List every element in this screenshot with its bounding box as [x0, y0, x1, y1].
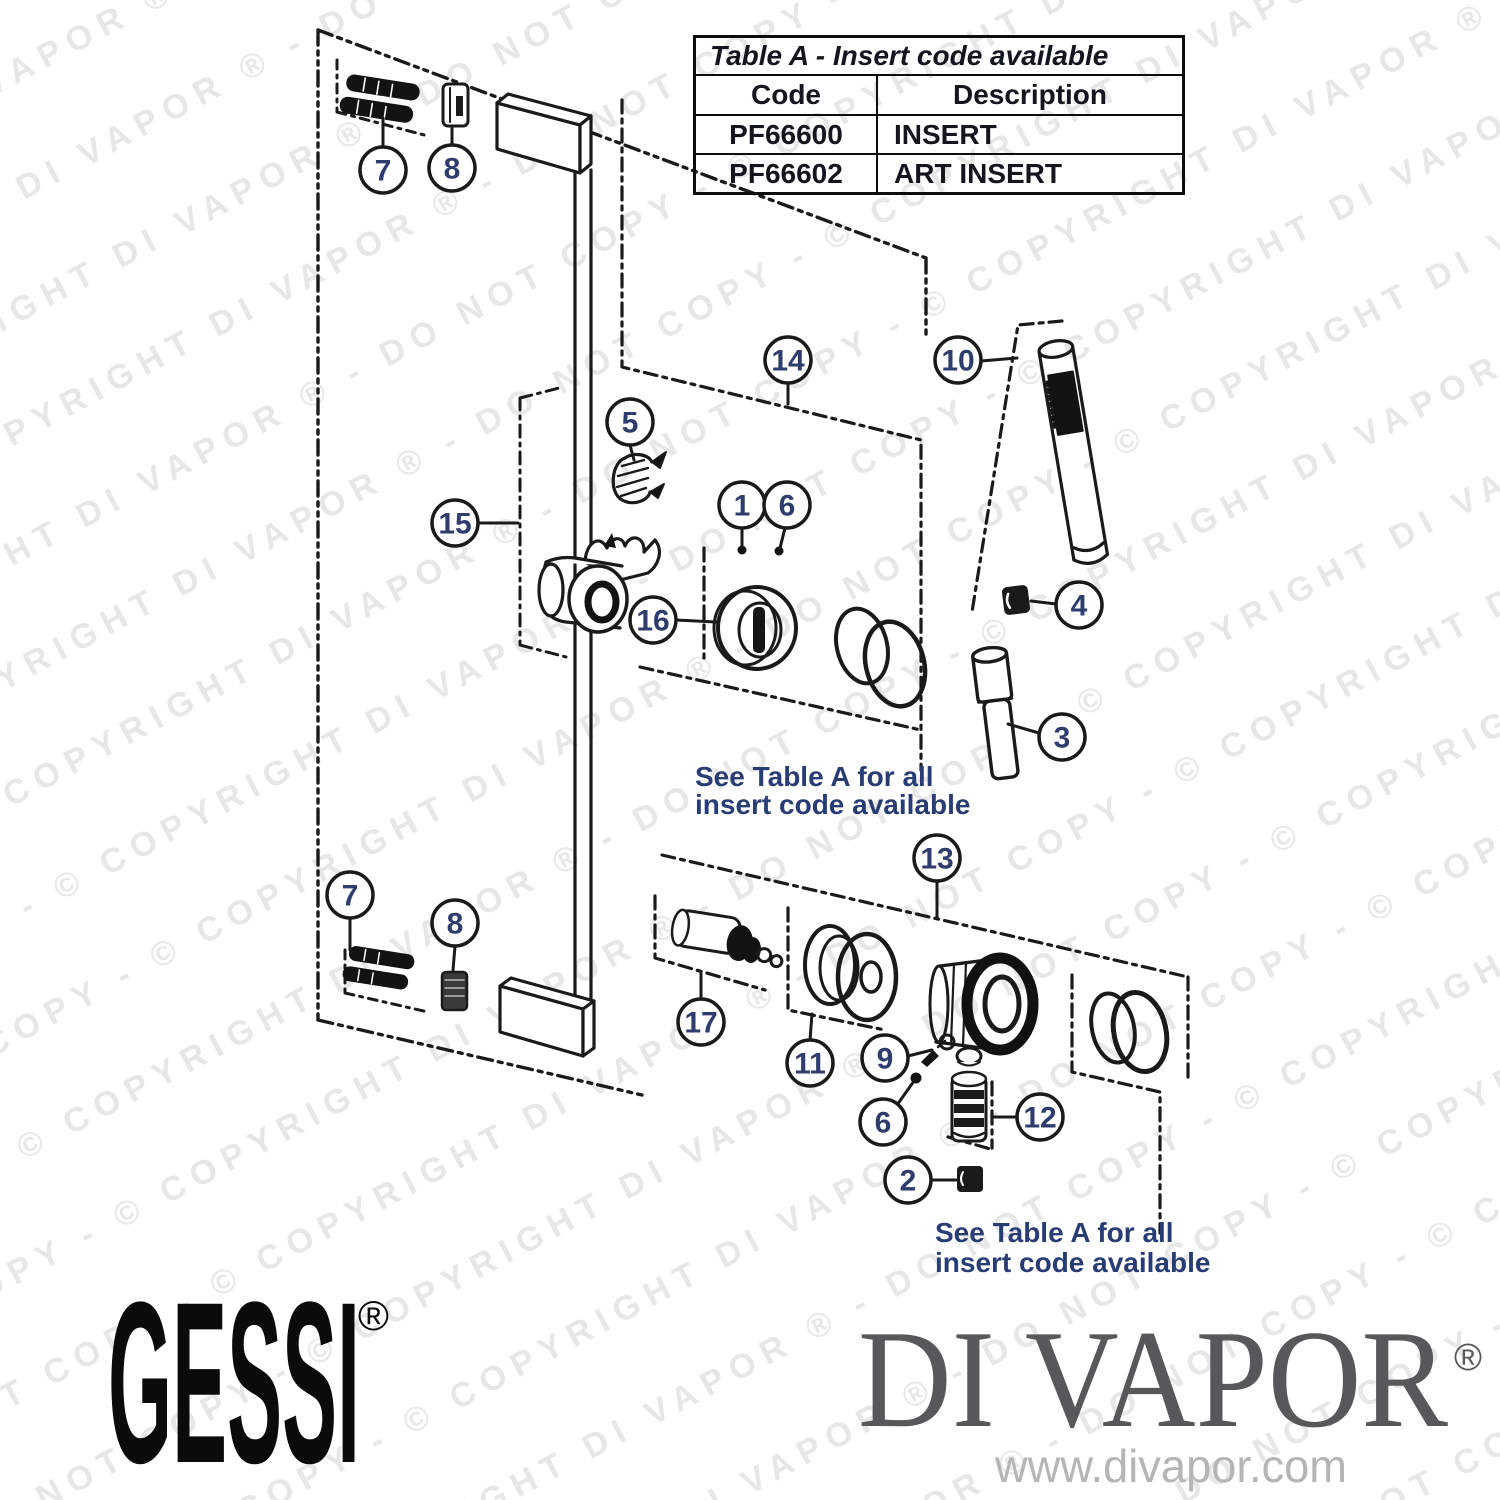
- part-10-handshower: [1037, 339, 1110, 565]
- table-cell-code: PF66602: [693, 153, 878, 195]
- svg-text:7: 7: [342, 880, 359, 913]
- part-1-dot: [737, 545, 747, 555]
- svg-text:8: 8: [447, 908, 464, 941]
- svg-text:13: 13: [920, 843, 953, 876]
- handshower-dashed-line: [970, 319, 1064, 614]
- svg-text:16: 16: [636, 605, 669, 638]
- table-title: Table A - Insert code available: [693, 35, 1185, 76]
- region-13-dashed-box: [653, 853, 1190, 1235]
- svg-text:7: 7: [375, 155, 392, 188]
- callout-2: 2: [883, 1155, 958, 1205]
- part-16-knob: [712, 585, 798, 671]
- part-2-nut: [957, 1166, 983, 1192]
- note-upper-line1: See Table A for all: [695, 761, 934, 792]
- callout-15: 15: [430, 498, 520, 548]
- insert-code-table: Table A - Insert code available Code Des…: [693, 35, 1185, 195]
- rail-bottom-bracket: [498, 976, 596, 1058]
- svg-text:2: 2: [900, 1165, 917, 1198]
- slider-holder: [537, 533, 661, 634]
- svg-text:11: 11: [794, 1048, 826, 1081]
- part-11-discs: [803, 924, 899, 1023]
- svg-text:12: 12: [1023, 1102, 1056, 1135]
- callout-6: 6: [762, 480, 812, 550]
- part-12-cartridge: [950, 1046, 988, 1143]
- wall-elbow: [928, 952, 1039, 1056]
- table-row: PF66600 INSERT: [693, 114, 1185, 155]
- table-header-description: Description: [876, 74, 1185, 116]
- divapor-registered-mark: ®: [1454, 1337, 1482, 1379]
- note-lower-line1: See Table A for all: [935, 1217, 1174, 1248]
- table-cell-description: INSERT: [876, 114, 1185, 155]
- callout-11: 11: [785, 1012, 835, 1088]
- divapor-logo: DI VAPOR: [858, 1302, 1449, 1457]
- part-16-rings: [834, 606, 928, 709]
- svg-text:8: 8: [444, 153, 461, 186]
- note-lower-line2: insert code available: [935, 1247, 1210, 1278]
- callout-16: 16: [628, 595, 718, 645]
- callout-8: 8: [427, 126, 477, 193]
- svg-text:5: 5: [622, 407, 639, 440]
- callout-3: 3: [1006, 712, 1087, 762]
- table-header-code: Code: [693, 74, 878, 116]
- callout-7: 7: [325, 870, 375, 952]
- callout-6: 6: [858, 1079, 916, 1147]
- screw-dashed-brackets: [335, 58, 430, 1014]
- svg-text:9: 9: [877, 1043, 894, 1076]
- region-14-dashed-box: [620, 98, 923, 772]
- part-5-clamp: [611, 451, 667, 505]
- svg-text:3: 3: [1054, 722, 1071, 755]
- part-8-plug-bottom: [440, 970, 469, 1012]
- callout-8: 8: [430, 898, 480, 972]
- part-17-pin: [670, 908, 784, 969]
- callout-7: 7: [358, 116, 408, 195]
- svg-text:6: 6: [875, 1107, 892, 1140]
- part-9-pin: [921, 1033, 956, 1067]
- divapor-website: www.divapor.com: [994, 1440, 1347, 1492]
- note-upper-line2: insert code available: [695, 789, 970, 820]
- table-row: PF66602 ART INSERT: [693, 153, 1185, 195]
- svg-text:17: 17: [684, 1007, 717, 1040]
- table-cell-code: PF66600: [693, 114, 878, 155]
- gessi-registered-mark: ®: [358, 1292, 389, 1339]
- slider-dashed-box: [518, 385, 568, 659]
- part-7-screws-bottom: [342, 946, 415, 990]
- part-8-plug-top: [441, 82, 470, 128]
- callout-17: 17: [676, 971, 726, 1047]
- part-3-hose-end: [970, 645, 1020, 781]
- rail-top-bracket: [495, 92, 593, 175]
- callout-4: 4: [1029, 580, 1104, 630]
- svg-text:6: 6: [779, 490, 796, 523]
- part-7-screws-top: [339, 74, 420, 123]
- insert-rings-right: [1089, 990, 1170, 1074]
- callout-10: 10: [933, 335, 1019, 385]
- svg-text:4: 4: [1071, 590, 1088, 623]
- callout-14: 14: [763, 335, 813, 406]
- callout-9: 9: [860, 1033, 934, 1083]
- gessi-logo: GESSI: [108, 1254, 360, 1500]
- table-cell-description: ART INSERT: [876, 153, 1185, 195]
- callout-12: 12: [992, 1092, 1065, 1142]
- callout-13: 13: [912, 833, 962, 919]
- svg-text:14: 14: [771, 345, 805, 378]
- callout-5: 5: [605, 397, 655, 462]
- svg-text:10: 10: [941, 345, 974, 378]
- part-4-nut: [1001, 585, 1031, 615]
- svg-text:15: 15: [438, 508, 471, 541]
- svg-text:1: 1: [734, 490, 751, 523]
- callout-1: 1: [717, 480, 767, 548]
